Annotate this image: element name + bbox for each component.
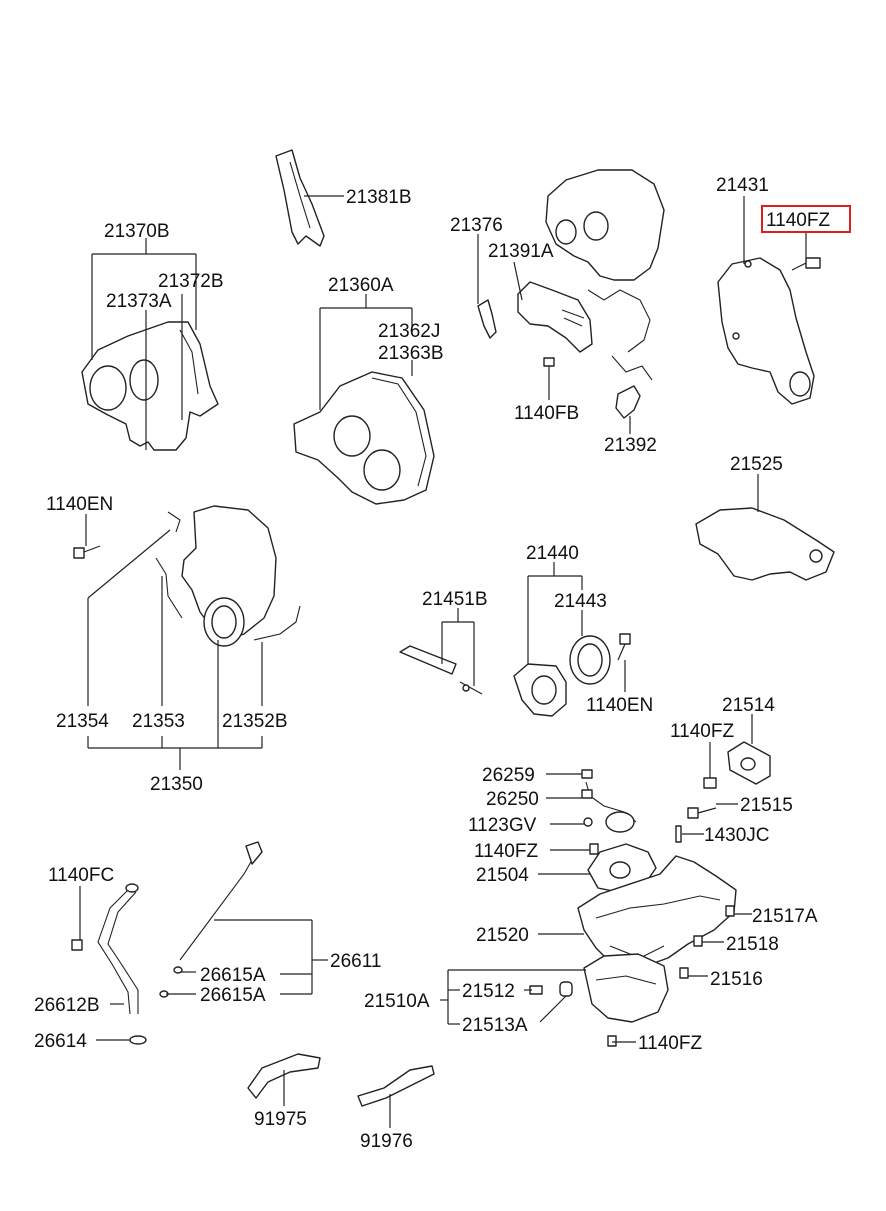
oil-pan-plate-drawing [727, 741, 771, 785]
label-21440[interactable]: 21440 [526, 543, 579, 564]
label-26615A-1[interactable]: 26615A [200, 965, 266, 986]
label-21353[interactable]: 21353 [132, 711, 185, 732]
label-21514[interactable]: 21514 [722, 695, 775, 716]
leader-lines [79, 195, 807, 1128]
timing-belt-tensioner-arm-drawing [275, 149, 325, 247]
label-26615A-2[interactable]: 26615A [200, 985, 266, 1006]
label-26614[interactable]: 26614 [34, 1031, 87, 1052]
timing-belt-cover-lower-drawing [293, 371, 435, 505]
sealant-tube-drawing [399, 645, 483, 695]
label-21513A[interactable]: 21513A [462, 1015, 528, 1036]
bracket-91976-drawing [357, 1065, 435, 1107]
label-21517A[interactable]: 21517A [752, 906, 818, 927]
lower-cover-assembly-drawing [155, 505, 301, 647]
label-91975[interactable]: 91975 [254, 1109, 307, 1130]
label-21354[interactable]: 21354 [56, 711, 109, 732]
label-21362J[interactable]: 21362J [378, 321, 440, 342]
label-21525[interactable]: 21525 [730, 454, 783, 475]
label-21518[interactable]: 21518 [726, 934, 779, 955]
label-1123GV[interactable]: 1123GV [468, 815, 537, 836]
engine-block-drawing [545, 169, 665, 381]
label-21451B[interactable]: 21451B [422, 589, 488, 610]
label-21520[interactable]: 21520 [476, 925, 529, 946]
label-21370B[interactable]: 21370B [104, 221, 170, 242]
label-1140FC[interactable]: 1140FC [48, 865, 114, 886]
label-26612B[interactable]: 26612B [34, 995, 100, 1016]
bracket-bolt-drawing [477, 299, 497, 339]
label-21516[interactable]: 21516 [710, 969, 763, 990]
bolt-1140FB-drawing [543, 357, 555, 380]
lower-oil-pan-drawing [529, 953, 669, 1023]
label-21392[interactable]: 21392 [604, 435, 657, 456]
dipstick-tube-drawing [71, 883, 147, 1045]
label-21352B[interactable]: 21352B [222, 711, 288, 732]
label-21504[interactable]: 21504 [476, 865, 529, 886]
label-1430JC[interactable]: 1430JC [704, 825, 770, 846]
label-21363B[interactable]: 21363B [378, 343, 444, 364]
bolt-1140EN-left-drawing [73, 545, 101, 559]
bolt-1140FZ-top-drawing [791, 257, 821, 271]
label-1140FZ-a[interactable]: 1140FZ [670, 721, 734, 742]
label-1140FZ-b[interactable]: 1140FZ [474, 841, 538, 862]
label-26250[interactable]: 26250 [486, 789, 539, 810]
highlight-box [761, 205, 851, 233]
oil-baffle-plate-drawing [587, 843, 657, 893]
timing-cover-bracket-drawing [517, 281, 593, 353]
label-21431[interactable]: 21431 [716, 175, 769, 196]
label-1140FB[interactable]: 1140FB [514, 403, 579, 424]
oil-seal-housing-drawing [513, 663, 567, 717]
label-21391A[interactable]: 21391A [488, 241, 554, 262]
bracket-91975-drawing [247, 1053, 321, 1099]
label-21381B[interactable]: 21381B [346, 187, 412, 208]
small-bracket-drawing [615, 385, 641, 419]
label-26611[interactable]: 26611 [330, 951, 381, 972]
label-21443[interactable]: 21443 [554, 591, 607, 612]
label-21350[interactable]: 21350 [150, 774, 203, 795]
label-21376[interactable]: 21376 [450, 215, 503, 236]
rear-cover-bracket-drawing [695, 507, 835, 581]
label-1140FZ-highlighted[interactable]: 1140FZ [766, 210, 830, 231]
label-21373A[interactable]: 21373A [106, 291, 172, 312]
timing-belt-cover-upper-drawing [81, 321, 219, 451]
oil-pan-bolts-drawing [607, 905, 735, 1047]
label-21510A[interactable]: 21510A [364, 991, 430, 1012]
oil-pan-small-parts-drawing [583, 777, 717, 855]
label-1140EN-mid[interactable]: 1140EN [586, 695, 653, 716]
oil-seal-drawing [569, 635, 611, 685]
label-91976[interactable]: 91976 [360, 1131, 413, 1152]
label-21515[interactable]: 21515 [740, 795, 793, 816]
label-21372B[interactable]: 21372B [158, 271, 224, 292]
bolt-1140EN-mid-drawing [617, 633, 631, 661]
label-1140FZ-c[interactable]: 1140FZ [638, 1033, 702, 1054]
label-21360A[interactable]: 21360A [328, 275, 394, 296]
label-1140EN-left[interactable]: 1140EN [46, 494, 113, 515]
dipstick-drawing [159, 841, 263, 998]
timing-rear-cover-drawing [717, 257, 815, 405]
label-26259[interactable]: 26259 [482, 765, 535, 786]
label-21512[interactable]: 21512 [462, 981, 515, 1002]
part-labels: 21381B 21370B 21372B 21373A 21360A 21362… [34, 175, 830, 1152]
